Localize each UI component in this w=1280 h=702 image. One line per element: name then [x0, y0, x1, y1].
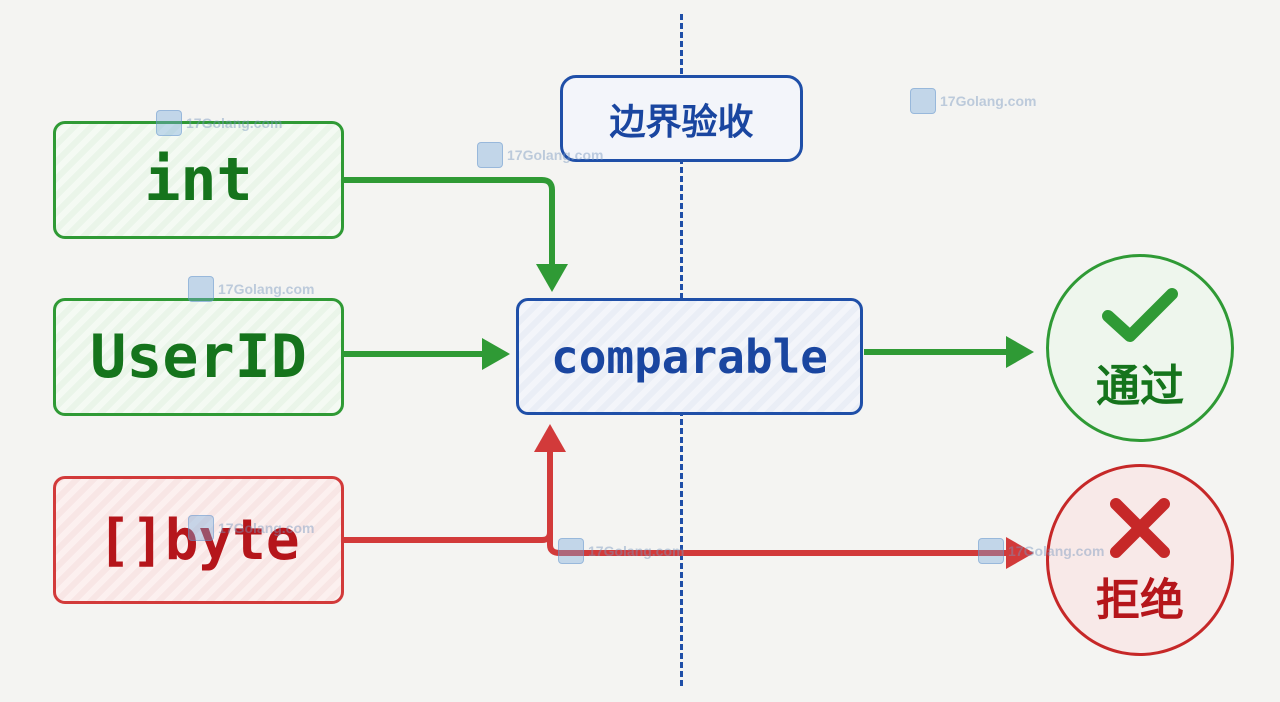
result-pass-label: 通过 — [1096, 361, 1184, 412]
input-box-byte-slice: []byte — [53, 476, 344, 604]
input-box-int: int — [53, 121, 344, 239]
arrow-byte-attempt — [344, 450, 553, 543]
result-pass-circle: 通过 — [1046, 254, 1234, 442]
input-box-userid: UserID — [53, 298, 344, 416]
result-reject-label: 拒绝 — [1096, 574, 1184, 626]
input-label-userid: UserID — [90, 322, 307, 392]
arrow-int-to-comparable — [344, 177, 555, 268]
arrowhead-pass — [1006, 336, 1034, 368]
constraint-label: comparable — [551, 329, 828, 384]
check-icon — [1102, 285, 1178, 357]
boundary-label: 边界验收 — [560, 75, 803, 162]
cross-icon — [1108, 496, 1172, 571]
constraint-box-comparable: comparable — [516, 298, 863, 415]
input-label-byte-slice: []byte — [97, 507, 300, 573]
boundary-label-text: 边界验收 — [609, 101, 754, 143]
arrowhead-reject — [1006, 537, 1034, 569]
arrow-byte-to-reject — [547, 532, 1008, 556]
arrowhead-userid — [482, 338, 510, 370]
arrowhead-byte-attempt — [534, 424, 566, 452]
input-label-int: int — [144, 145, 253, 215]
arrowhead-int — [536, 264, 568, 292]
result-reject-circle: 拒绝 — [1046, 464, 1234, 656]
